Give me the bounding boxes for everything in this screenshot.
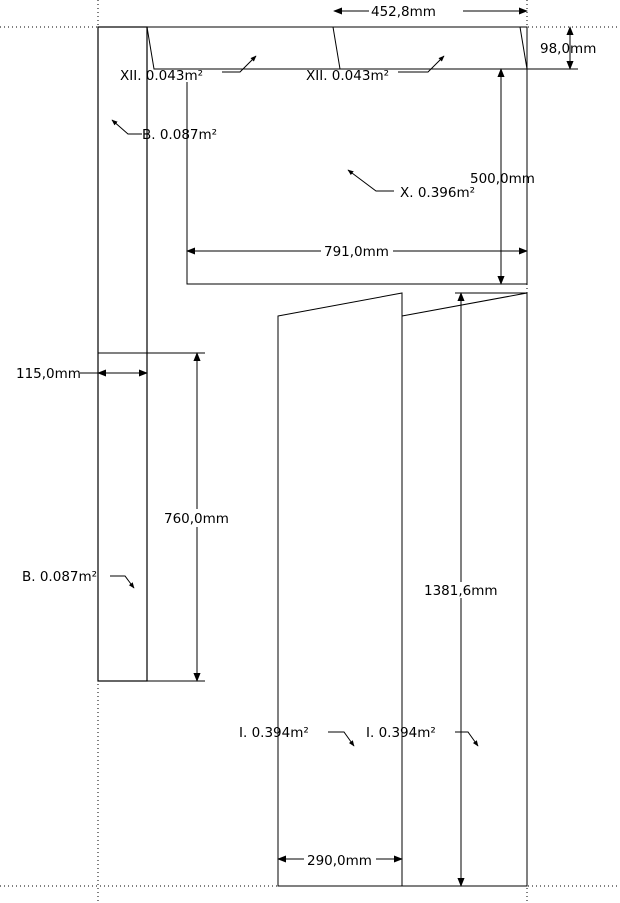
area-label-x: X. 0.396m² xyxy=(400,185,475,201)
area-label-i-left: I. 0.394m² xyxy=(239,725,309,741)
leader-i-right xyxy=(455,731,479,747)
leader-i-left xyxy=(328,731,355,747)
leader-xii-left xyxy=(222,55,257,73)
panels xyxy=(97,26,528,887)
panel-xii-split xyxy=(332,26,341,70)
leader-x xyxy=(347,169,394,192)
area-label-i-right: I. 0.394m² xyxy=(366,725,436,741)
dimension-labels: 452,8mm 98,0mm 500,0mm 791,0mm 115,0mm 7… xyxy=(16,3,596,869)
dim-label-bottom-height: 1381,6mm xyxy=(424,583,498,599)
panel-i-right xyxy=(401,292,528,887)
leader-b-bottom xyxy=(110,575,135,589)
area-label-xii-left: XII. 0.043m² xyxy=(120,68,203,84)
panel-b-side xyxy=(97,26,148,682)
dim-label-x-height: 500,0mm xyxy=(470,171,535,187)
leader-xii-right xyxy=(398,55,445,73)
dim-label-side-height: 760,0mm xyxy=(164,511,229,527)
area-label-b-bottom: B. 0.087m² xyxy=(22,569,97,585)
area-leaders xyxy=(110,55,479,747)
panel-xii-right-edge xyxy=(519,26,528,70)
dim-label-top-width: 452,8mm xyxy=(371,4,436,20)
leader-b-top xyxy=(111,119,142,135)
panel-i-left xyxy=(277,292,403,887)
dim-label-top-height: 98,0mm xyxy=(540,41,596,57)
area-labels: XII. 0.043m² XII. 0.043m² B. 0.087m² X. … xyxy=(22,68,475,741)
area-label-b-top: B. 0.087m² xyxy=(142,127,217,143)
dim-label-bottom-width: 290,0mm xyxy=(307,853,372,869)
panel-x xyxy=(186,69,528,285)
dim-label-side-width: 115,0mm xyxy=(16,366,81,382)
dim-label-x-width: 791,0mm xyxy=(324,244,389,260)
area-label-xii-right: XII. 0.043m² xyxy=(306,68,389,84)
